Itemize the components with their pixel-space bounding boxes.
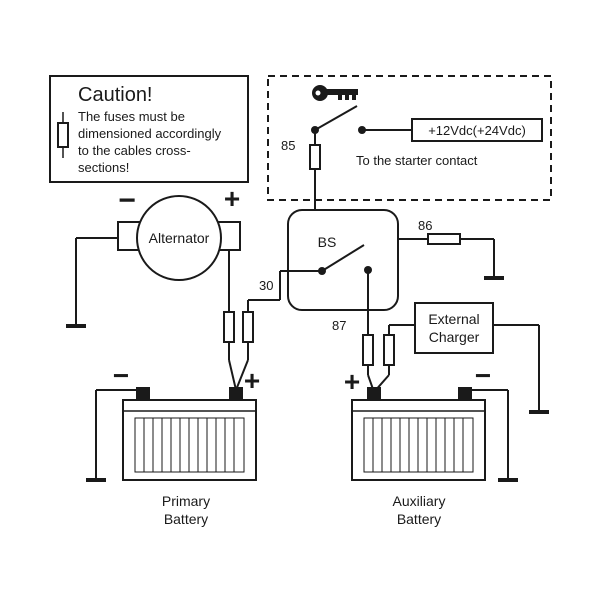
terminal-85-label: 85 bbox=[281, 138, 295, 153]
auxiliary-minus: − bbox=[475, 360, 491, 391]
primary-battery bbox=[86, 387, 257, 482]
primary-plus: + bbox=[244, 365, 260, 396]
starter-contact-label: To the starter contact bbox=[356, 153, 478, 168]
fuse-85 bbox=[309, 144, 321, 170]
primary-label-2: Battery bbox=[164, 511, 208, 527]
caution-line-4: sections! bbox=[78, 160, 129, 175]
primary-fuses bbox=[223, 311, 254, 391]
fuse-86 bbox=[427, 233, 461, 245]
terminal-86-wire bbox=[398, 233, 504, 280]
primary-minus: − bbox=[113, 360, 129, 391]
charger-line-2: Charger bbox=[429, 329, 480, 345]
auxiliary-label-1: Auxiliary bbox=[393, 493, 446, 509]
battery-separator-relay: BS bbox=[287, 209, 399, 311]
caution-title: Caution! bbox=[78, 84, 153, 106]
primary-label-1: Primary bbox=[162, 493, 210, 509]
ignition-switch bbox=[309, 105, 412, 212]
primary-battery-cells bbox=[143, 418, 235, 472]
caution-line-3: to the cables cross- bbox=[78, 143, 191, 158]
voltage-label: +12Vdc(+24Vdc) bbox=[428, 123, 526, 138]
charger-line-1: External bbox=[428, 311, 479, 327]
auxiliary-battery bbox=[351, 387, 518, 482]
fuse-icon bbox=[57, 112, 69, 158]
voltage-box bbox=[411, 118, 543, 142]
auxiliary-fuses bbox=[362, 324, 415, 393]
key-icon bbox=[312, 85, 358, 101]
alternator-minus: − bbox=[118, 184, 136, 217]
relay-label: BS bbox=[318, 234, 337, 250]
auxiliary-plus: + bbox=[344, 366, 360, 397]
caution-box: Caution! The fuses must be dimensioned a… bbox=[49, 75, 249, 183]
caution-line-2: dimensioned accordingly bbox=[78, 126, 222, 141]
auxiliary-label-2: Battery bbox=[397, 511, 441, 527]
fuse-30 bbox=[242, 311, 254, 343]
terminal-86-label: 86 bbox=[418, 218, 432, 233]
caution-line-1: The fuses must be bbox=[78, 109, 185, 124]
fuse-87 bbox=[362, 334, 374, 366]
fuse-alternator bbox=[223, 311, 235, 343]
external-charger: External Charger bbox=[414, 302, 549, 414]
alternator: Alternator bbox=[117, 195, 241, 281]
terminal-30-wire bbox=[247, 270, 322, 312]
alternator-label: Alternator bbox=[149, 230, 210, 246]
alternator-ground-wire bbox=[66, 237, 118, 328]
auxiliary-battery-cells bbox=[372, 418, 464, 472]
terminal-30-label: 30 bbox=[259, 278, 273, 293]
terminal-87-label: 87 bbox=[332, 318, 346, 333]
alternator-plus: + bbox=[224, 183, 240, 214]
fuse-charger bbox=[383, 334, 395, 366]
